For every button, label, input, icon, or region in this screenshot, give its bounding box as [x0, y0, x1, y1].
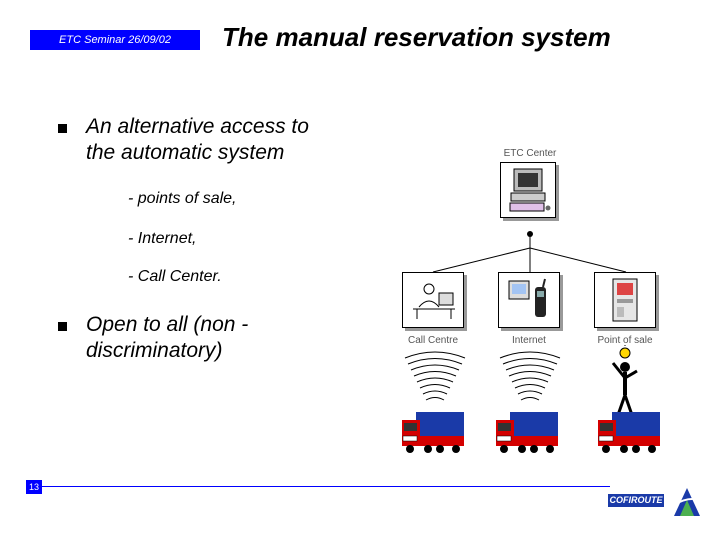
bullet-text-1: An alternative access to the automatic s…: [86, 114, 309, 166]
bullet-1-line-2: the automatic system: [86, 141, 285, 164]
bullet-text-2: Open to all (non - discriminatory): [86, 312, 248, 364]
seminar-tag: ETC Seminar 26/09/02: [30, 30, 200, 50]
person-idea-icon: [611, 345, 638, 416]
cofiroute-logo-text: COFIROUTE: [608, 494, 664, 507]
operator-desk-icon: [413, 283, 455, 319]
internet-label: Internet: [512, 335, 546, 346]
sub-item-internet: - Internet,: [128, 230, 197, 247]
cofiroute-logo-icon: [671, 488, 703, 516]
bullet-1-line-1: An alternative access to: [86, 115, 309, 138]
mobile-phone-icon: [508, 278, 546, 317]
page-number: 13: [26, 480, 42, 494]
etc-center-box: [500, 162, 556, 218]
ticket-machine-icon: [612, 278, 638, 322]
internet-box: [498, 272, 560, 328]
signal-waves-icon: [499, 351, 561, 401]
call-centre-box: [402, 272, 464, 328]
etc-center-label: ETC Center: [503, 148, 557, 159]
truck-icon: [496, 412, 558, 453]
call-centre-label: Call Centre: [407, 335, 459, 346]
bullet-2-line-1: Open to all (non -: [86, 313, 249, 336]
sub-item-call-center: - Call Center.: [128, 268, 222, 285]
slide-title: The manual reservation system: [222, 22, 611, 52]
footer-divider: [26, 486, 610, 487]
truck-icon: [402, 412, 464, 453]
truck-icon: [598, 412, 660, 453]
signal-waves-icon: [404, 351, 466, 401]
bullet-marker: [58, 124, 67, 133]
bullet-marker: [58, 322, 67, 331]
computer-icon: [509, 168, 551, 212]
point-of-sale-label: Point of sale: [597, 335, 653, 346]
point-of-sale-box: [594, 272, 656, 328]
sub-item-points-of-sale: - points of sale,: [128, 190, 237, 207]
bullet-2-line-2: discriminatory): [86, 339, 223, 362]
